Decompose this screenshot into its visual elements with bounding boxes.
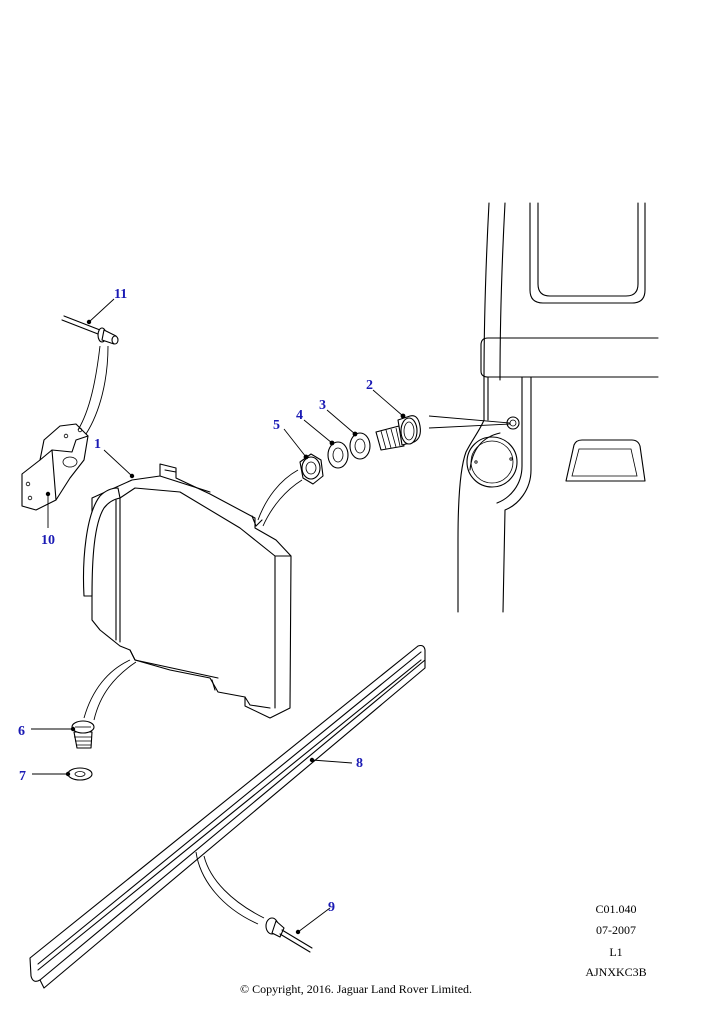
bracket-part-10	[21, 423, 89, 511]
lock-washer-part-4	[327, 440, 349, 469]
diagram-code: C01.040	[595, 902, 636, 916]
bolt-pointer-lines	[428, 415, 511, 429]
callout-4: 4	[296, 408, 303, 423]
heat-shield-part-1	[82, 463, 292, 719]
callout-10: 10	[41, 533, 55, 548]
callout-7: 7	[19, 769, 26, 784]
screw-sweep-lines	[83, 659, 137, 721]
callout-9: 9	[328, 900, 335, 915]
copyright-notice: © Copyright, 2016. Jaguar Land Rover Lim…	[240, 982, 472, 996]
bolt-part-2	[375, 413, 421, 451]
rivet-sweep-lines	[77, 345, 109, 435]
callout-1: 1	[94, 437, 101, 452]
callout-3: 3	[319, 398, 326, 413]
trim-strip-part-8	[29, 644, 426, 989]
callout-8: 8	[356, 756, 363, 771]
nut-part-5	[299, 453, 324, 485]
clip-part-9	[265, 917, 313, 953]
callout-11: 11	[114, 287, 127, 302]
diagram-date: 07-2007	[596, 923, 636, 937]
washer-part-7	[65, 767, 93, 781]
clip-sweep-lines	[195, 851, 265, 925]
rivet-part-11	[61, 315, 119, 345]
nut-sweep-lines	[257, 469, 303, 527]
callout-5: 5	[273, 418, 280, 433]
vehicle-body-outline	[457, 202, 659, 613]
washer-part-3	[349, 431, 371, 460]
callout-leaders	[31, 298, 404, 933]
callout-2: 2	[366, 378, 373, 393]
diagram-level: L1	[609, 945, 622, 959]
diagram-reference: AJNXKC3B	[585, 965, 646, 979]
callout-6: 6	[18, 724, 25, 739]
screw-part-6	[70, 720, 95, 749]
